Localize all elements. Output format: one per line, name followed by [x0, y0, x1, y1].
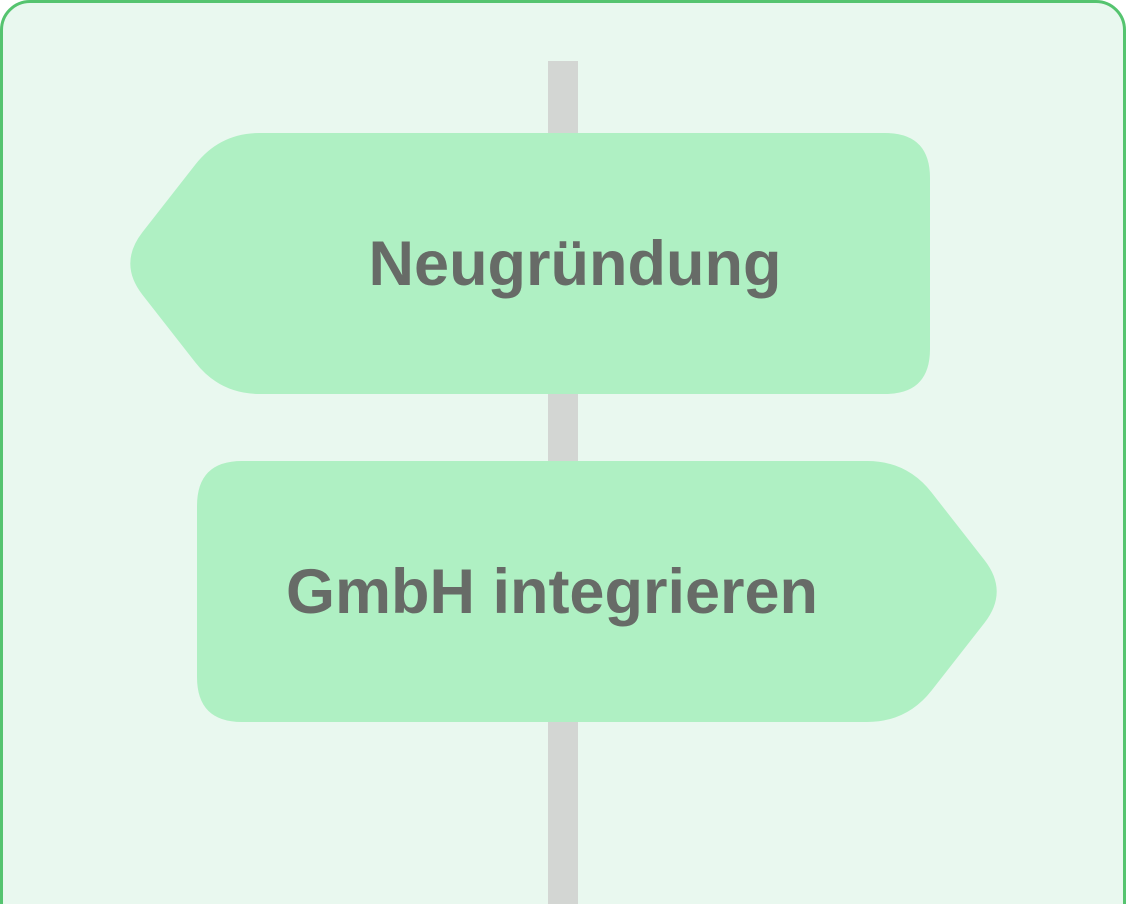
sign-label-gmbh-integrieren: GmbH integrieren [285, 556, 819, 627]
sign-arrow-right [197, 461, 997, 722]
sign-arrow-left [130, 133, 930, 394]
sign-arrow-right-shape [197, 461, 997, 722]
sign-arrow-left-shape [130, 133, 930, 394]
sign-label-neugruendung: Neugründung [368, 228, 782, 299]
